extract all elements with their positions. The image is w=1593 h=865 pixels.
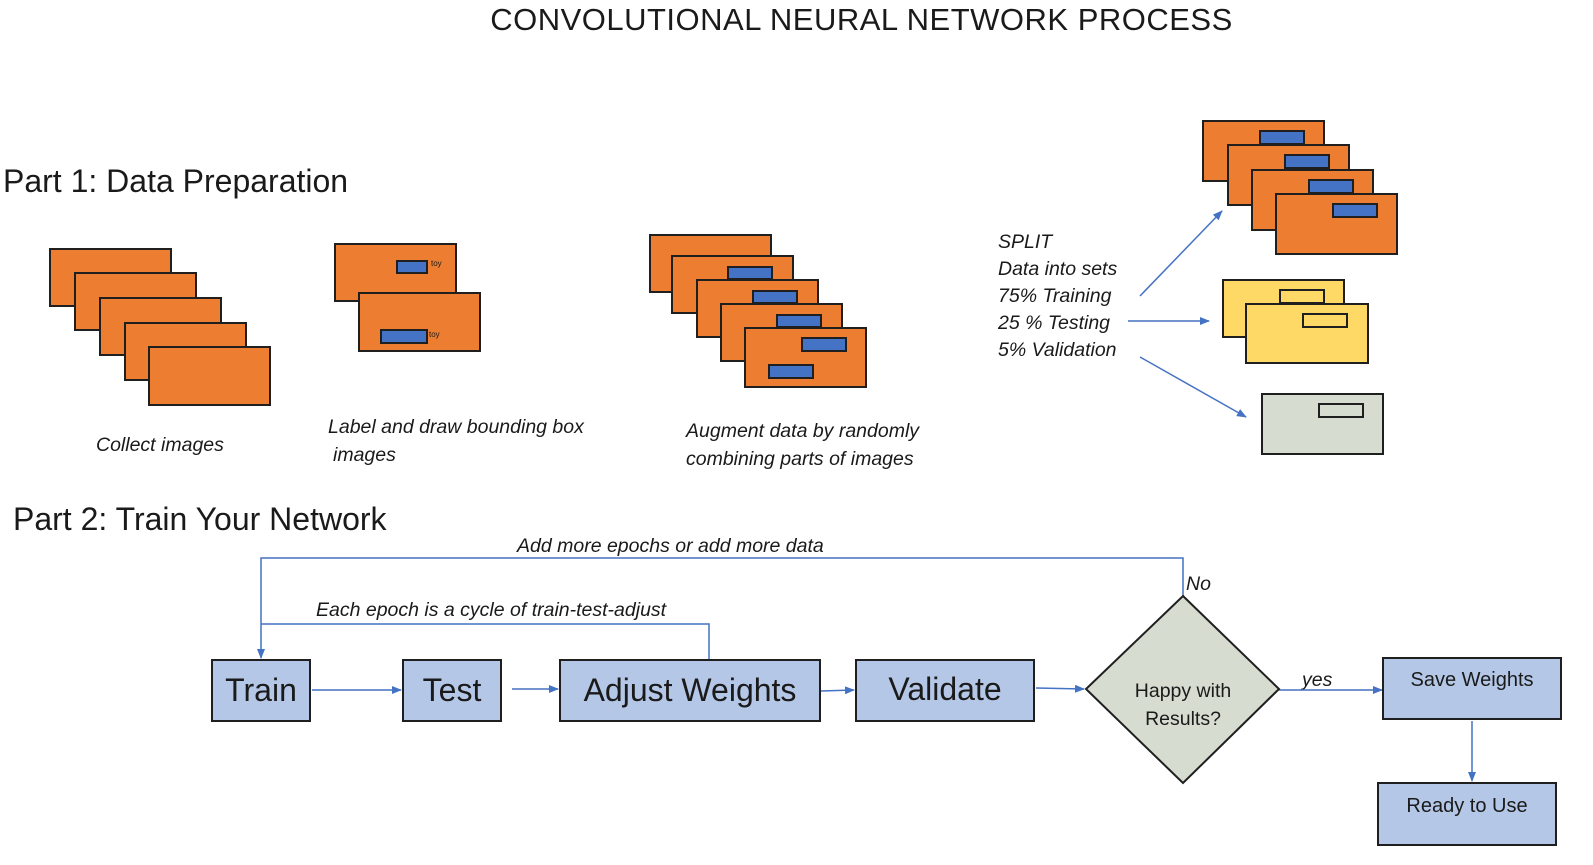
outer-loop-arrow: [257, 557, 1184, 659]
augment-caption-line2: combining parts of images: [686, 448, 914, 470]
split-line1: SPLIT: [998, 231, 1053, 253]
inner-loop-label: Each epoch is a cycle of train-test-adju…: [316, 599, 667, 621]
bounding-box: [1284, 154, 1330, 169]
test-step: Test: [402, 659, 502, 722]
split-line2: Data into sets: [998, 258, 1118, 280]
bounding-box: [1302, 313, 1348, 328]
outer-loop-label: Add more epochs or add more data: [517, 535, 824, 557]
label-caption-line2: images: [333, 444, 396, 466]
save-weights-step: Save Weights: [1382, 657, 1562, 720]
bounding-box: [380, 329, 428, 344]
bounding-box: [396, 260, 428, 274]
part2-heading: Part 2: Train Your Network: [13, 501, 387, 537]
split-line4: 25 % Testing: [998, 312, 1111, 334]
toy-label: toy: [431, 259, 442, 268]
validation-set-image: [1261, 393, 1384, 455]
collect-images-caption: Collect images: [96, 434, 224, 456]
ready-to-use-step: Ready to Use: [1377, 782, 1557, 846]
arrow-adjust-validate: [820, 686, 855, 695]
decision-diamond: [1084, 594, 1281, 785]
image-thumbnail: toy: [358, 292, 481, 352]
yes-label: yes: [1302, 669, 1333, 691]
bounding-box: [1332, 203, 1378, 218]
split-line3: 75% Training: [998, 285, 1112, 307]
bounding-box: [801, 337, 847, 352]
decision-line2: Results?: [1145, 708, 1221, 730]
bounding-box: [1318, 403, 1364, 418]
inner-loop-line: [261, 623, 710, 660]
bounding-box: [768, 364, 814, 379]
label-caption-line1: Label and draw bounding box: [328, 416, 584, 438]
toy-label: toy: [429, 330, 440, 339]
image-thumbnail: [744, 327, 867, 388]
image-thumbnail: [148, 346, 271, 406]
no-label: No: [1186, 573, 1211, 595]
decision-text: Happy with Results?: [1106, 677, 1260, 733]
train-step: Train: [211, 659, 311, 722]
split-arrow-validation: [1139, 356, 1247, 418]
augment-caption-line1: Augment data by randomly: [686, 420, 920, 442]
part1-heading: Part 1: Data Preparation: [3, 163, 349, 199]
adjust-weights-step: Adjust Weights: [559, 659, 821, 722]
validate-step: Validate: [855, 659, 1035, 722]
split-arrow-training: [1139, 210, 1223, 297]
arrow-validate-decision: [1035, 684, 1085, 693]
split-line5: 5% Validation: [998, 339, 1117, 361]
image-thumbnail: [1245, 303, 1369, 364]
image-thumbnail: [1275, 193, 1398, 255]
decision-line1: Happy with: [1134, 680, 1232, 702]
diagram-title: CONVOLUTIONAL NEURAL NETWORK PROCESS: [490, 2, 1233, 37]
